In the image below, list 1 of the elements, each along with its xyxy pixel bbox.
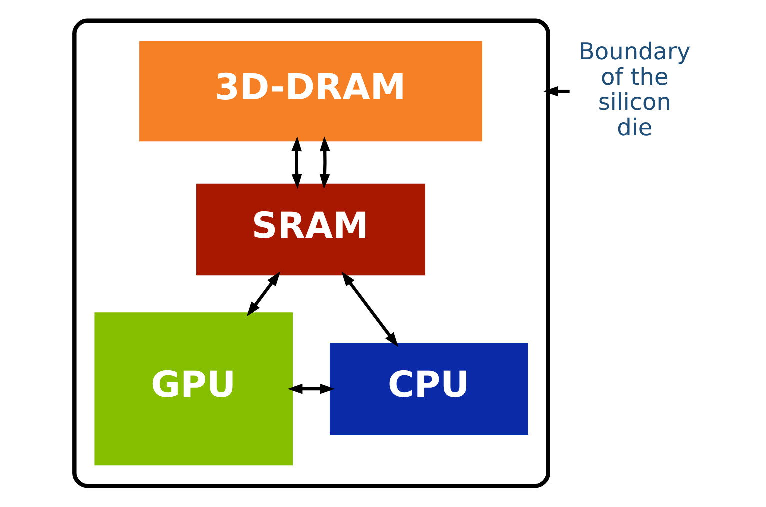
node-text: Boundary of the silicon die xyxy=(579,38,691,142)
